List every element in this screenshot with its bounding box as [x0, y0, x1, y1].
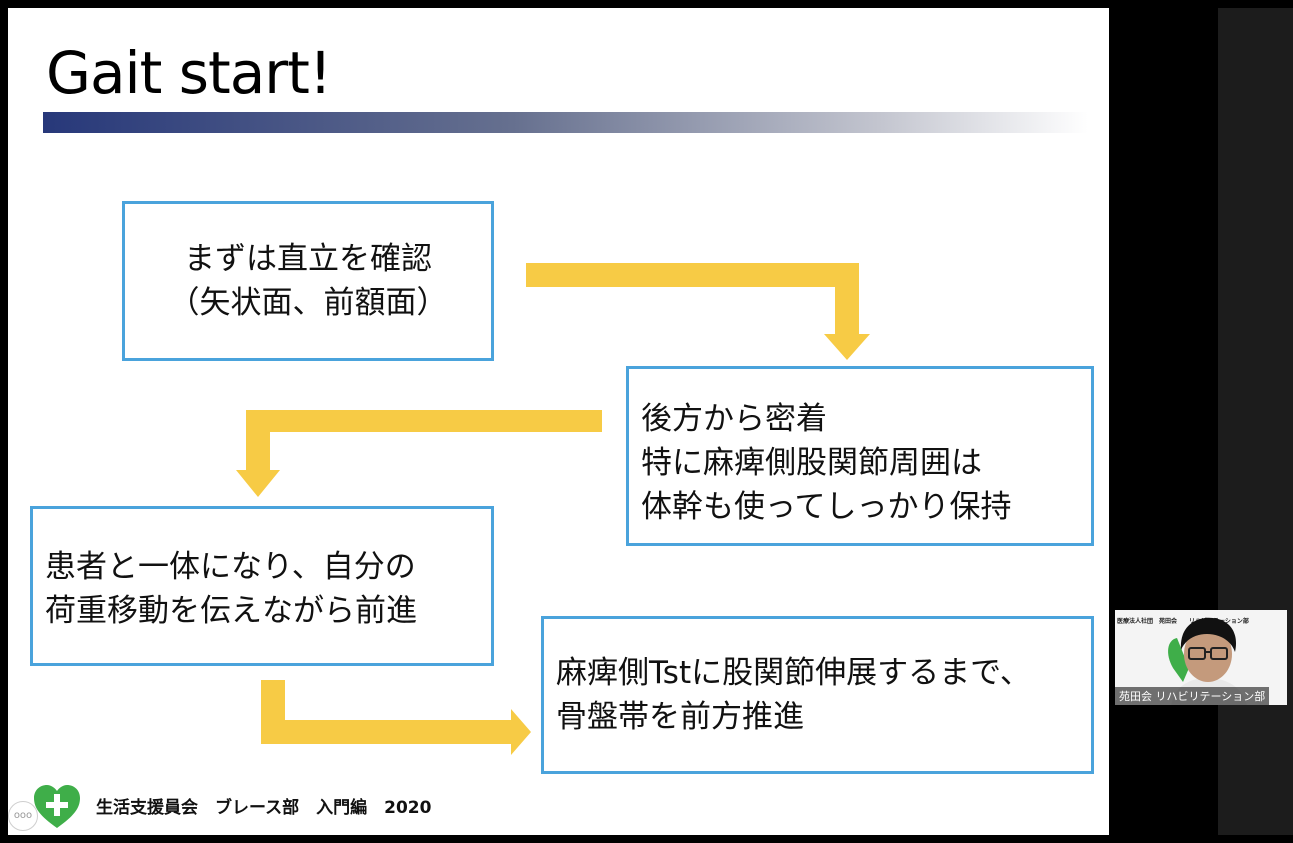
step2-line3: 体幹も使ってしっかり保持: [641, 489, 1012, 525]
step3-line1: 患者と一体になり、自分の: [45, 549, 416, 585]
title-gradient-bar: [43, 112, 1088, 133]
webcam-name-label: 苑田会 リハビリテーション部: [1115, 687, 1270, 705]
step1-line1: まずは直立を確認: [184, 241, 432, 277]
step2-line1: 後方から密着: [641, 401, 827, 437]
webcam-org-text: 医療法人社団 苑田会 リハビリテーション部: [1117, 618, 1249, 625]
step-box-1: まずは直立を確認 （矢状面、前額面）: [122, 201, 494, 361]
step-box-4: 麻痺側Tstに股関節伸展するまで、 骨盤帯を前方推進: [541, 616, 1094, 774]
step1-line2: （矢状面、前額面）: [168, 285, 448, 321]
flow-arrows: [236, 263, 870, 755]
webcam-thumbnail[interactable]: 医療法人社団 苑田会 リハビリテーション部 苑田会 リハビリテーション部: [1115, 610, 1287, 705]
step3-line2: 荷重移動を伝えながら前進: [45, 593, 417, 629]
arrow-right-down: [526, 263, 870, 360]
slide-title: Gait start!: [46, 39, 332, 107]
step-box-3: 患者と一体になり、自分の 荷重移動を伝えながら前進: [30, 506, 494, 666]
more-options-button[interactable]: ooo: [8, 801, 38, 831]
step4-line2: 骨盤帯を前方推進: [556, 699, 804, 735]
arrow-down-right: [261, 680, 531, 755]
presentation-slide: Gait start! まずは直立を確認 （矢状面、前額面） 後方から密着 特に…: [8, 8, 1109, 835]
step2-line2: 特に麻痺側股関節周囲は: [641, 445, 982, 481]
step4-line1: 麻痺側Tstに股関節伸展するまで、: [556, 655, 1031, 691]
step-box-2: 後方から密着 特に麻痺側股関節周囲は 体幹も使ってしっかり保持: [626, 366, 1094, 546]
arrow-left-down: [236, 410, 602, 497]
slide-footer: 生活支援員会 ブレース部 入門編 2020: [96, 798, 432, 818]
heart-plus-logo-icon: [34, 785, 80, 828]
side-panel: [1218, 8, 1293, 835]
